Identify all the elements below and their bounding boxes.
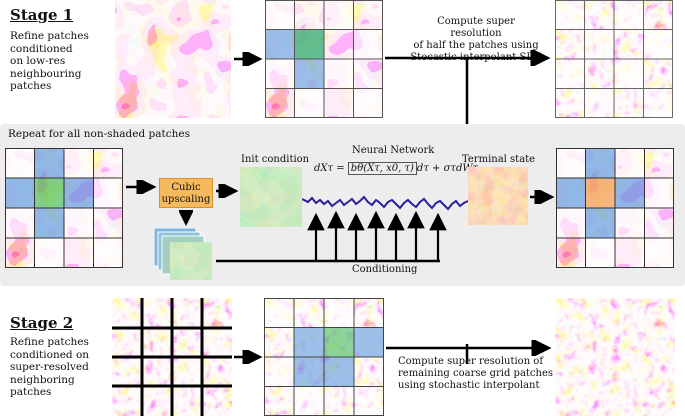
stage2-description: Refine patches conditioned on super-reso… bbox=[10, 336, 90, 398]
stage2-title: Stage 2 bbox=[10, 314, 74, 332]
conditioning-arrows bbox=[216, 210, 447, 263]
sde-trajectory bbox=[302, 195, 468, 211]
conditioning-stack bbox=[154, 228, 216, 282]
sde-equation: dXτ = bθ(Xτ, x0, τ)dτ + στdWτ bbox=[314, 162, 479, 175]
stage1-arrow-1 bbox=[234, 52, 263, 66]
init-condition-label: Init condition bbox=[241, 154, 310, 165]
stage1-title: Stage 1 bbox=[10, 6, 74, 24]
cubic-upscaling-box: Cubic upscaling bbox=[159, 178, 213, 208]
drift-term-box: bθ(Xτ, x0, τ) bbox=[347, 162, 417, 175]
init-condition-image bbox=[240, 167, 302, 227]
terminal-state-label: Terminal state bbox=[462, 154, 536, 165]
terminal-state-image bbox=[468, 167, 528, 225]
stage1-lowres-field bbox=[115, 0, 231, 118]
stage2-result-field bbox=[555, 298, 675, 416]
band-arrow-down bbox=[179, 210, 193, 226]
stage2-arrow-1 bbox=[234, 350, 263, 364]
neural-network-label: Neural Network bbox=[352, 145, 435, 156]
stage1-patched-field bbox=[265, 0, 383, 118]
conditioning-label: Conditioning bbox=[352, 264, 418, 275]
band-arrow-2 bbox=[216, 184, 239, 198]
band-output-field bbox=[556, 148, 674, 268]
stage1-description: Refine patches conditioned on low-res ne… bbox=[10, 30, 89, 92]
stage2-patched-field bbox=[264, 298, 384, 416]
stage2-arrow-2 bbox=[386, 340, 552, 356]
band-arrow-3 bbox=[530, 190, 555, 204]
band-arrow-1 bbox=[126, 180, 157, 194]
stage2-input-field bbox=[112, 298, 232, 416]
band-input-field bbox=[5, 148, 123, 268]
stage1-result-field bbox=[555, 0, 673, 118]
stage2-note: Compute super resolution of remaining co… bbox=[398, 356, 554, 391]
repeat-label: Repeat for all non-shaded patches bbox=[8, 128, 190, 140]
